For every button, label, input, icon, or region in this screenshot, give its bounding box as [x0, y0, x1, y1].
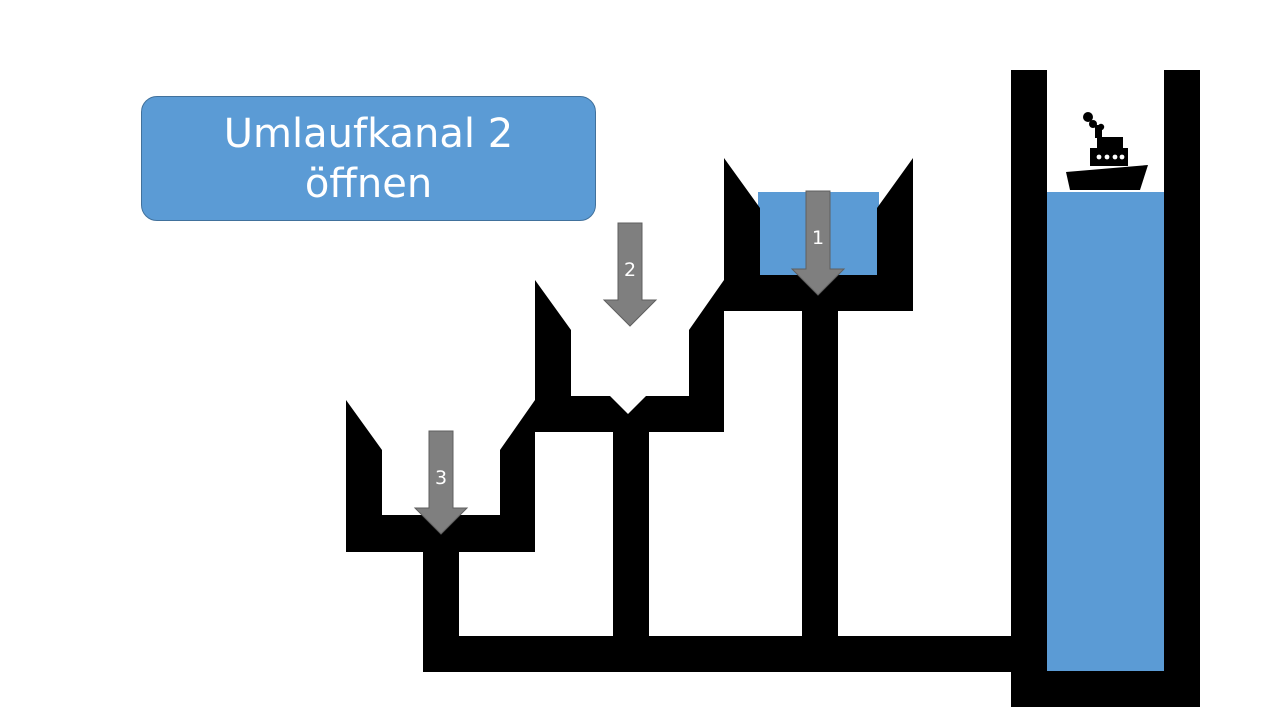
arrow-1: 1	[790, 190, 846, 296]
ship-icon	[1066, 112, 1148, 190]
step-title-line-2: öffnen	[304, 160, 433, 207]
lock-chamber-water	[1046, 192, 1164, 671]
arrow-3-label: 3	[435, 467, 447, 489]
arrow-3: 3	[413, 430, 469, 535]
basin-2-wall	[535, 280, 724, 432]
lock-floor	[1011, 671, 1200, 707]
step-title-box: Umlaufkanal 2 öffnen	[141, 96, 596, 221]
culvert-pipe-2	[613, 420, 649, 640]
arrow-2: 2	[602, 222, 658, 327]
arrow-1-label: 1	[812, 227, 824, 249]
arrow-2-label: 2	[624, 259, 636, 281]
lock-wall-left	[1011, 70, 1047, 707]
lock-wall-right	[1164, 70, 1200, 707]
culvert-pipe-3	[423, 540, 459, 640]
culvert-pipe-1	[802, 300, 838, 640]
main-culvert	[423, 636, 1023, 672]
step-title-line-1: Umlaufkanal 2	[223, 110, 514, 157]
